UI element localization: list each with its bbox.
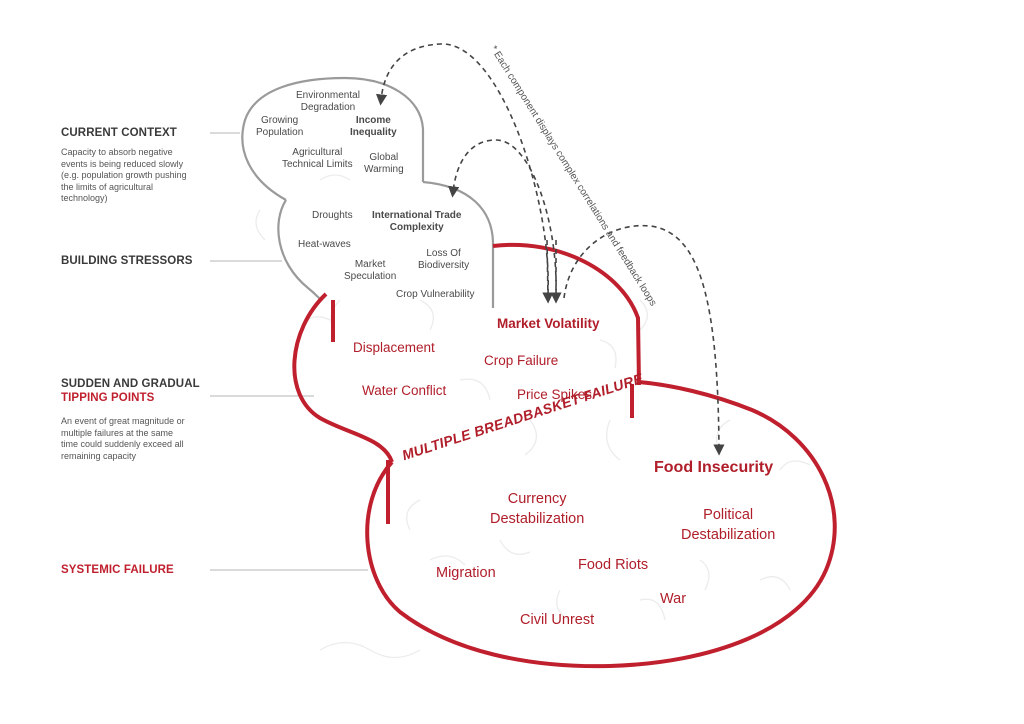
label-crop-failure: Crop Failure (484, 353, 559, 368)
label-displacement: Displacement (353, 340, 435, 355)
label-price-spikes: Price Spikes (517, 387, 593, 402)
label-growing-population: Growing Population (256, 115, 304, 138)
building-stressors-heading: BUILDING STRESSORS (61, 255, 193, 267)
label-international-trade-complexity: International Trade Complexity (372, 210, 462, 233)
feedback-arrows (375, 43, 725, 456)
label-civil-unrest: Civil Unrest (520, 612, 595, 628)
label-market-volatility: Market Volatility (497, 316, 600, 331)
label-war: War (660, 591, 687, 607)
label-food-riots: Food Riots (578, 557, 649, 573)
feedback-arrow-volatility (542, 239, 554, 304)
feedback-arrow-food (563, 224, 725, 456)
label-droughts: Droughts (312, 210, 353, 221)
current-context-description: Capacity to absorb negative events is be… (61, 147, 187, 203)
current-context-heading: CURRENT CONTEXT (61, 127, 177, 139)
label-water-conflict: Water Conflict (362, 383, 447, 398)
label-global-warming: Global Warming (364, 152, 404, 175)
label-crop-vulnerability: Crop Vulnerability (396, 289, 475, 300)
connector-lines (210, 132, 368, 571)
label-loss-of-biodiversity: Loss Of Biodiversity (418, 248, 470, 271)
building-stressors-outline-right (422, 180, 495, 308)
label-market-speculation: Market Speculation (344, 259, 397, 282)
systemic-failure-heading: SYSTEMIC FAILURE (61, 564, 174, 576)
tipping-points-heading: SUDDEN AND GRADUAL TIPPING POINTS (61, 378, 200, 404)
label-environmental-degradation: Environmental Degradation (296, 90, 360, 113)
tipping-points-outline (292, 292, 394, 463)
label-currency-destabilization: Currency Destabilization (490, 491, 585, 527)
systemic-failure-outline (365, 380, 837, 669)
background-doodles (255, 174, 811, 659)
label-migration: Migration (436, 565, 496, 581)
current-context-outline (241, 76, 425, 201)
label-income-inequality: Income Inequality (350, 115, 397, 138)
label-political-destabilization: Political Destabilization (681, 507, 776, 543)
label-agricultural-limits: Agricultural Technical Limits (282, 147, 353, 170)
feedback-arrow-trade (448, 139, 557, 295)
label-food-insecurity: Food Insecurity (654, 459, 774, 476)
feedback-arrow-income (375, 43, 549, 295)
tipping-points-outline-top (492, 242, 641, 386)
tipping-points-description: An event of great magnitude or multiple … (61, 416, 185, 461)
label-heat-waves: Heat-waves (298, 239, 351, 250)
